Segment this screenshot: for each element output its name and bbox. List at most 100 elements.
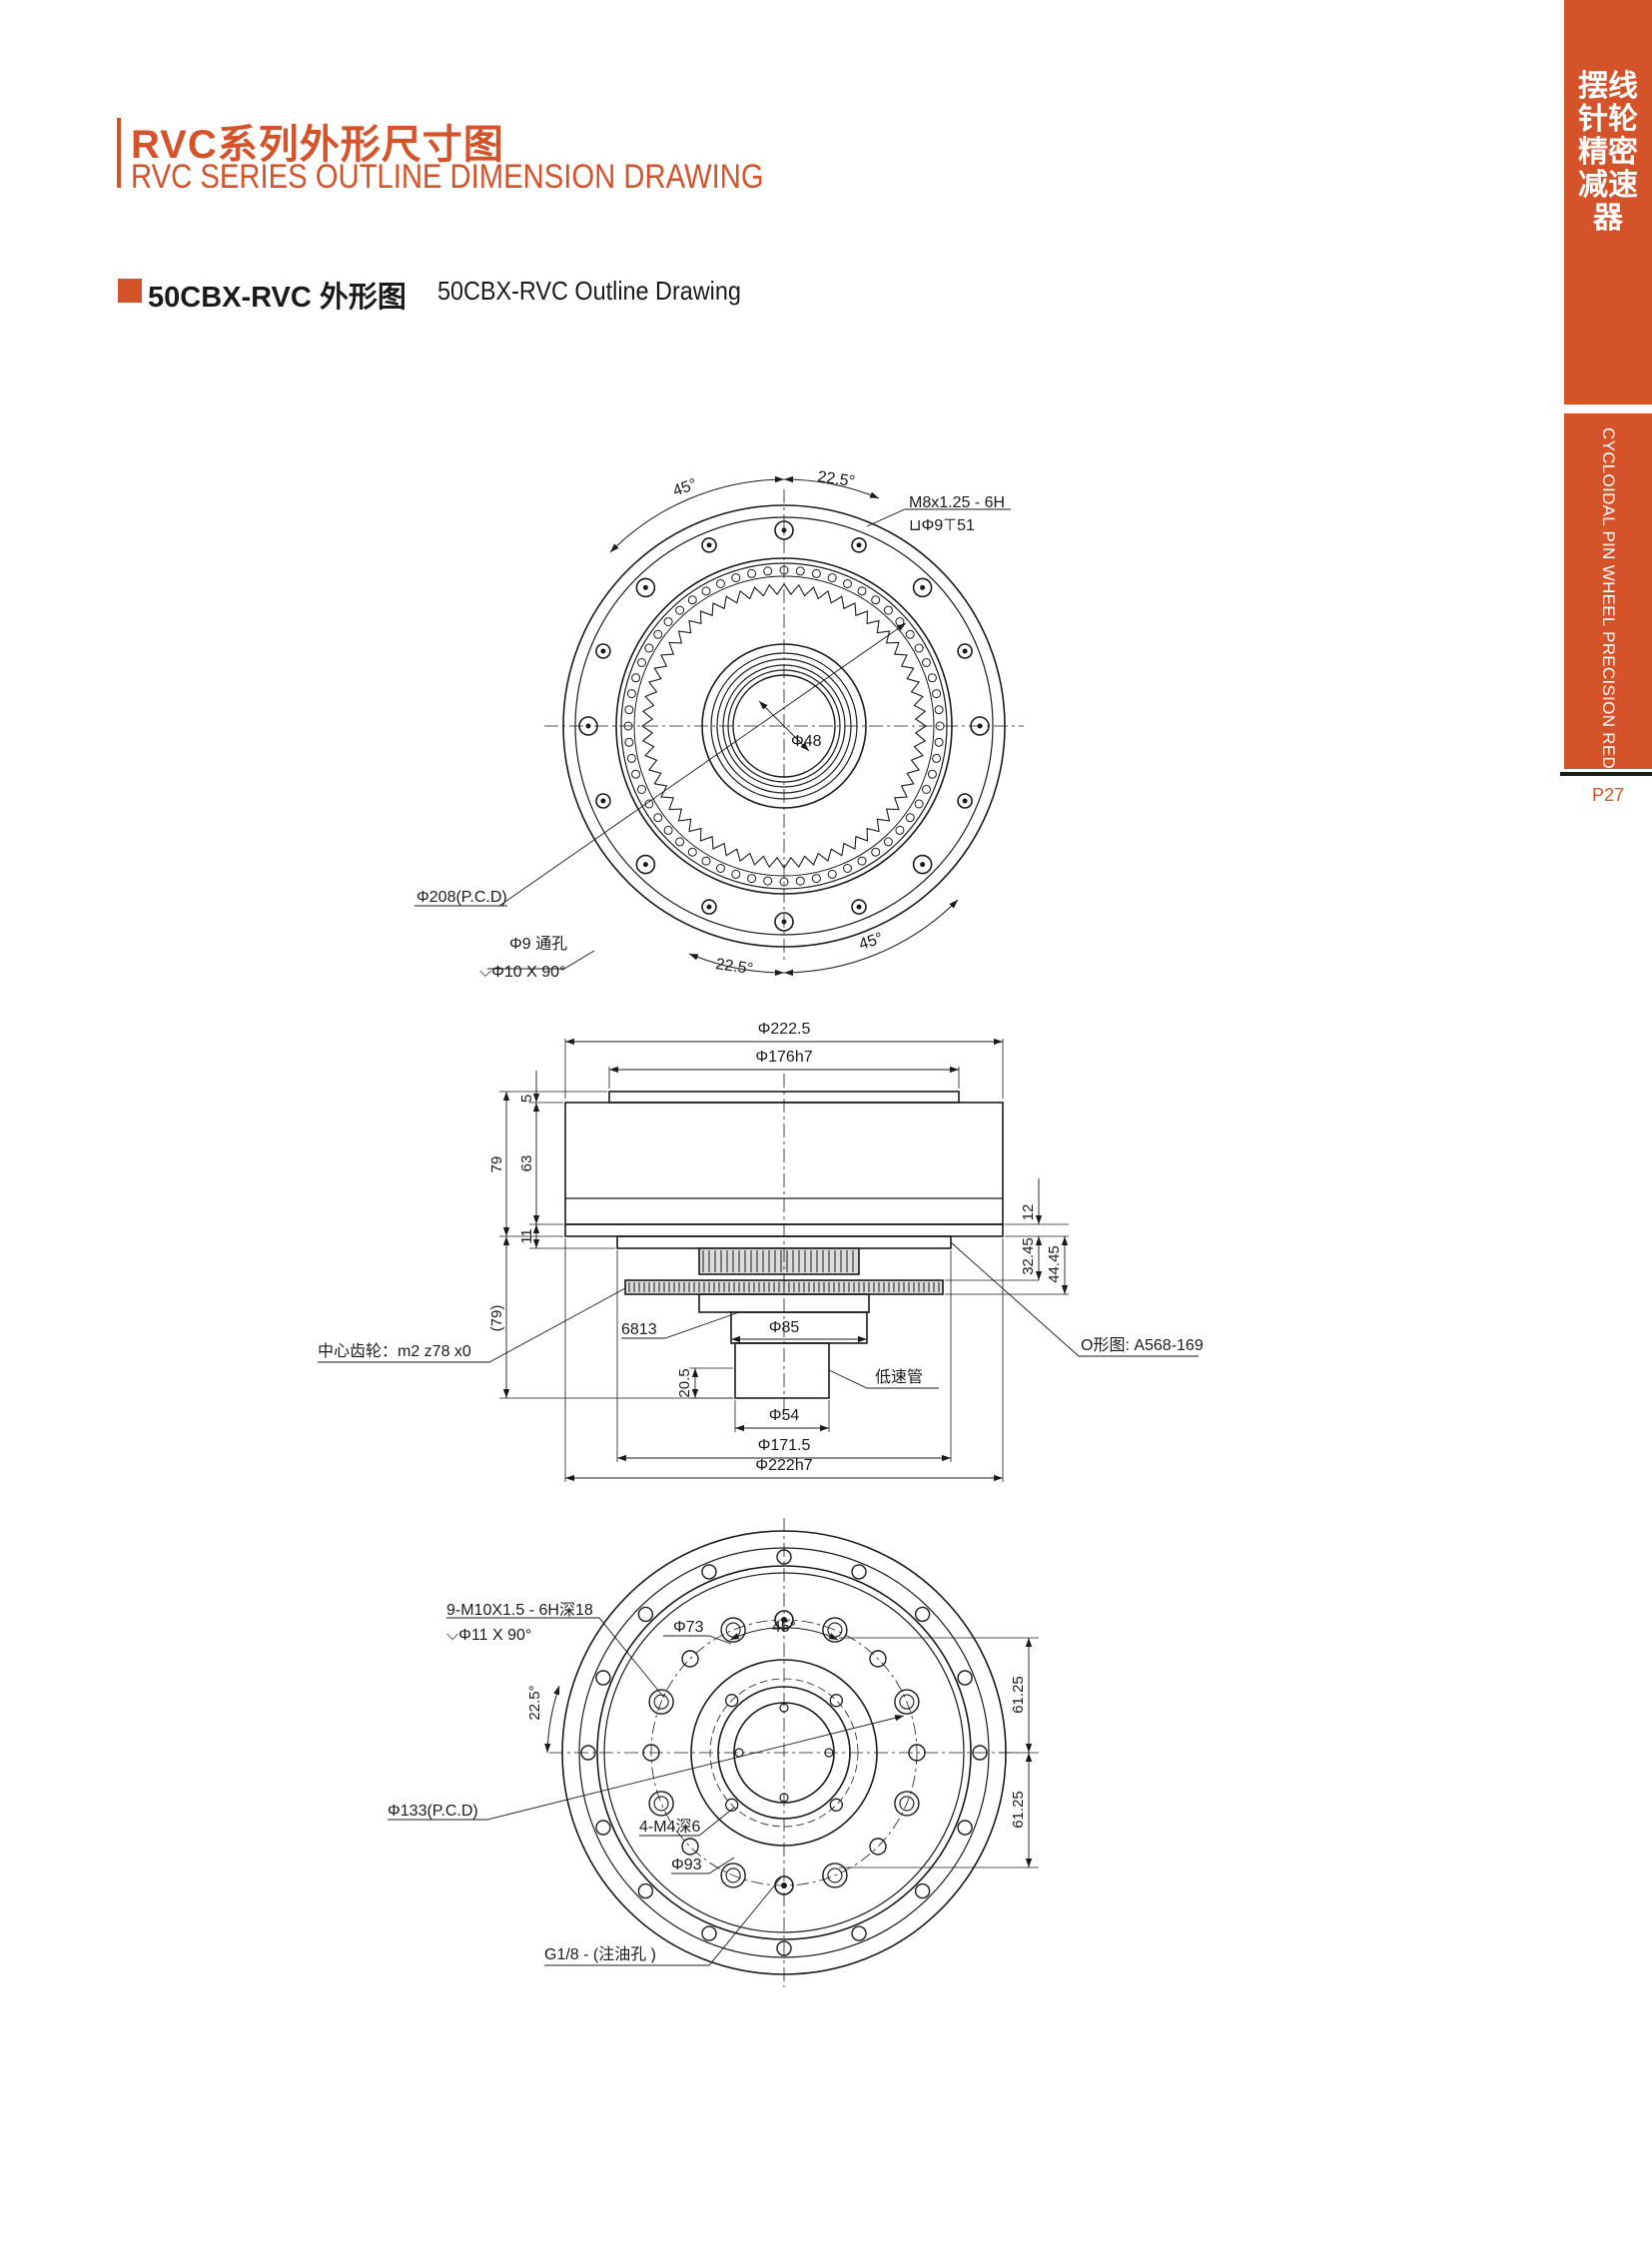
top-pin [716,579,725,588]
bottom-flange-hole [701,1564,717,1580]
top-pin [811,874,821,884]
side-label-1715: Φ171.5 [758,1437,811,1454]
top-hole-center [962,798,968,804]
bottom-flange-hole [851,1564,867,1580]
bottom-flange-hole [957,1670,973,1686]
bottom-flange-hole [595,1670,611,1686]
bottom-m10-hole [822,1617,848,1643]
bottom-flange-hole [637,1606,654,1623]
bottom-flange-hole [957,1820,973,1836]
side-label-176: Φ176h7 [755,1049,812,1066]
section-title-en: 50CBX-RVC Outline Drawing [437,276,741,306]
top-angle-22-arc [783,475,880,499]
side-label-79: 79 [488,1156,505,1173]
top-pin [827,869,837,879]
bottom-m10-inner [725,1868,741,1883]
page-number: P27 [1591,785,1625,805]
page-title-cn: RVC系列外形尺寸图 [131,123,504,167]
top-gear-teeth [641,583,927,869]
top-pin [687,847,697,857]
top-bore-dim [758,700,810,752]
section-marker-square [118,279,142,303]
bottom-relief [869,1838,887,1856]
top-countersink-label: ⌵Φ10 X 90° [479,964,565,981]
top-pin [763,566,773,576]
side-label-4445: 44.45 [1046,1245,1063,1283]
bottom-93-leader [671,1857,735,1874]
bottom-93-label: Φ93 [671,1857,702,1873]
side-gear-upper-teeth [702,1250,854,1272]
top-pin [895,825,905,835]
bottom-view [388,1518,1039,1987]
side-oring-leader [950,1241,1199,1357]
bottom-countersink-label: ⌵Φ11 X 90° [446,1627,531,1644]
top-hole-center [706,542,712,548]
bottom-m10-inner [899,1694,915,1710]
top-angle-45-arc [609,475,785,553]
top-pin [675,837,685,847]
bottom-angle-45-label: 45° [772,1619,796,1636]
top-hole-center [962,648,968,654]
side-label-54: Φ54 [769,1407,800,1424]
top-pin [637,658,646,667]
top-gear-profile [641,583,927,869]
top-pin [843,579,852,588]
top-angle-45b-label: 45° [857,930,885,954]
top-pin [716,864,725,873]
bottom-ring2 [596,1565,972,1940]
bottom-m10-hole [720,1617,746,1643]
bottom-relief [681,1650,699,1668]
side-gear-upper [698,1247,860,1275]
top-pin [922,785,931,794]
top-pin [653,629,663,639]
side-label-2225: Φ222.5 [758,1021,811,1038]
bottom-flange-hole [701,1925,717,1941]
sidebar-subtitle-tab [1564,413,1652,769]
bottom-thread-leader [446,1617,665,1699]
side-label-11: 11 [518,1228,535,1244]
bottom-6125b-label: 61.25 [1010,1791,1027,1829]
top-mount-holes [578,520,990,932]
bottom-angle-22-arc [544,1685,560,1754]
top-pin [644,799,654,809]
top-pin [857,586,867,596]
bottom-m4-leader [639,1807,735,1837]
top-through-hole [635,854,656,875]
top-hole-center [920,584,926,590]
side-label-63: 63 [518,1155,535,1172]
side-label-bearing: 6813 [621,1321,657,1338]
top-hole-center [856,542,862,548]
top-through-hole-label: Φ9 通孔 [509,935,567,953]
top-pin [663,617,673,627]
top-pin [631,769,641,779]
bottom-6125a-label: 61.25 [1010,1676,1027,1714]
top-pin [934,737,944,747]
bottom-m10-hole [894,1689,920,1715]
sidebar-title-tab [1564,0,1652,404]
bottom-73-leader [663,1635,732,1645]
bottom-m10-inner [899,1796,915,1812]
side-tube-leader [828,1369,939,1389]
top-thread-hole [957,643,973,659]
top-thread-hole [851,537,867,553]
top-pin [914,643,924,653]
bottom-m10-inner [653,1796,669,1812]
top-thread-hole [595,643,611,659]
top-thread-leader [866,508,1011,527]
side-label-79b: (79) [488,1305,505,1332]
top-view-labels: 45° 22.5° M8x1.25 - 6H ⊔Φ9⊤51 Φ48 Φ208(P… [416,468,1005,981]
top-pin [687,595,697,605]
top-hole-center [600,798,606,804]
top-hole-center [920,862,926,868]
top-pin [795,876,805,886]
top-pin [675,605,685,615]
bottom-m4-hole [829,1694,843,1708]
top-pin [883,837,893,847]
top-pin [626,689,636,699]
top-counterbore-label: ⊔Φ9⊤51 [909,517,975,534]
top-hole-leader [487,950,595,970]
top-pin [932,753,942,763]
top-pin [905,813,915,823]
bottom-73-label: Φ73 [673,1619,704,1636]
bottom-angle-22-label: 22.5° [526,1685,543,1720]
